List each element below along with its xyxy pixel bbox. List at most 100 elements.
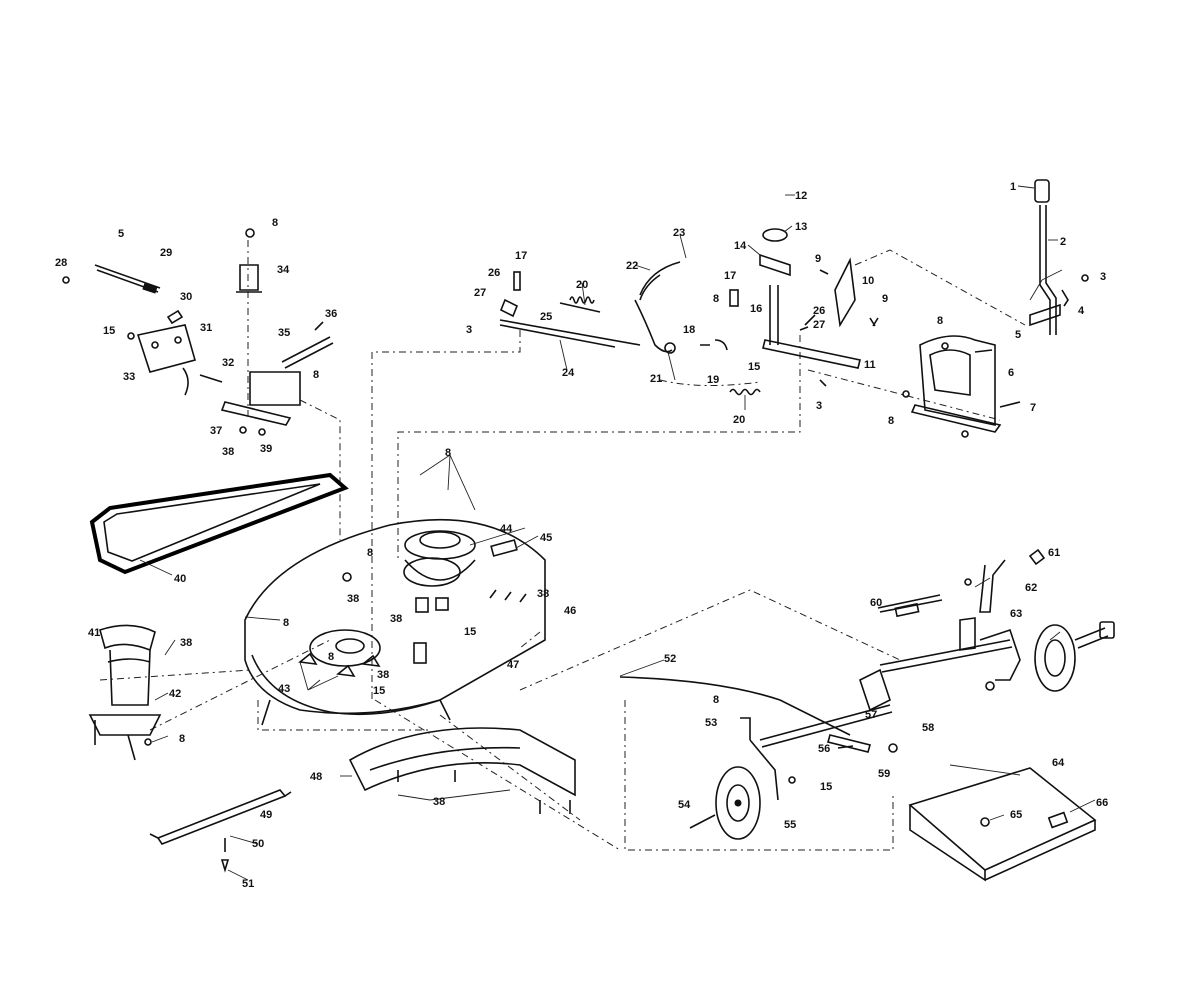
rear-cover-plate	[908, 767, 1097, 882]
callout-66: 66	[1096, 797, 1108, 809]
callout-15: 15	[748, 361, 760, 373]
callout-3c: 3	[466, 324, 472, 336]
callout-38d: 38	[390, 613, 402, 625]
callout-5: 5	[1015, 329, 1021, 341]
callout-1: 1	[1010, 181, 1016, 193]
callout-13: 13	[795, 221, 807, 233]
callout-49: 49	[260, 809, 272, 821]
handle-bracket-assembly	[62, 228, 334, 436]
callout-6: 6	[1008, 367, 1014, 379]
callout-34: 34	[277, 264, 290, 276]
callout-31: 31	[200, 322, 212, 334]
callout-8-bracket: 8	[937, 315, 943, 327]
callout-12: 12	[795, 190, 807, 202]
callout-15d: 15	[373, 685, 385, 697]
callout-9b: 9	[882, 293, 888, 305]
callout-14: 14	[734, 240, 747, 252]
callout-41: 41	[88, 627, 100, 639]
callout-36: 36	[325, 308, 337, 320]
callout-8g: 8	[367, 547, 373, 559]
callout-48: 48	[310, 771, 322, 783]
callout-8-top: 8	[272, 217, 278, 229]
callout-27: 27	[474, 287, 486, 299]
callout-57: 57	[865, 709, 877, 721]
callout-53: 53	[705, 717, 717, 729]
callout-27b: 27	[813, 319, 825, 331]
callout-40: 40	[174, 573, 186, 585]
callout-47: 47	[507, 659, 519, 671]
callout-21: 21	[650, 373, 662, 385]
callout-38b: 38	[347, 593, 359, 605]
callout-8-left: 8	[283, 617, 289, 629]
callout-26: 26	[488, 267, 500, 279]
callout-50: 50	[252, 838, 264, 850]
deck-baffle	[348, 727, 576, 814]
callout-61: 61	[1048, 547, 1060, 559]
callout-28: 28	[55, 257, 67, 269]
callout-56: 56	[818, 743, 830, 755]
callout-38e: 38	[377, 669, 389, 681]
callout-29: 29	[160, 247, 172, 259]
callout-9: 9	[815, 253, 821, 265]
callout-leader-lines	[139, 185, 1096, 881]
callout-15c: 15	[464, 626, 476, 638]
callout-65: 65	[1010, 809, 1022, 821]
callout-46: 46	[564, 605, 576, 617]
callout-4: 4	[1078, 305, 1085, 317]
callout-8: 8	[888, 415, 894, 427]
callout-26b: 26	[813, 305, 825, 317]
blade-adapter-assembly	[88, 624, 162, 761]
callout-58: 58	[922, 722, 934, 734]
callout-20: 20	[576, 279, 588, 291]
callout-63: 63	[1010, 608, 1022, 620]
callout-23: 23	[673, 227, 685, 239]
callout-38g: 38	[433, 796, 445, 808]
callout-35: 35	[278, 327, 290, 339]
callout-labels: 1 2 3 4 5 6 7 8 8 12 13 14 9 10 9 26 27 …	[55, 181, 1108, 890]
callout-37: 37	[210, 425, 222, 437]
callout-19: 19	[707, 374, 719, 386]
callout-38-upper: 38	[222, 446, 234, 458]
callout-7: 7	[1030, 402, 1036, 414]
callout-62: 62	[1025, 582, 1037, 594]
callout-8-axle: 8	[713, 694, 719, 706]
callout-22: 22	[626, 260, 638, 272]
assembly-guide-lines	[99, 249, 1026, 851]
callout-8-deck: 8	[445, 447, 451, 459]
callout-10: 10	[862, 275, 874, 287]
callout-17: 17	[724, 270, 736, 282]
callout-11: 11	[864, 359, 876, 371]
callout-33: 33	[123, 371, 135, 383]
callout-52: 52	[664, 653, 676, 665]
callout-38f: 38	[180, 637, 192, 649]
callout-39: 39	[260, 443, 272, 455]
callout-5c: 5	[118, 228, 124, 240]
callout-59: 59	[878, 768, 890, 780]
callout-43: 43	[278, 683, 290, 695]
cutting-blade	[149, 789, 292, 873]
callout-15e: 15	[820, 781, 832, 793]
callout-8c: 8	[713, 293, 719, 305]
callout-25: 25	[540, 311, 552, 323]
callout-60: 60	[870, 597, 882, 609]
callout-42: 42	[169, 688, 181, 700]
callout-3: 3	[1100, 271, 1106, 283]
callout-20b: 20	[733, 414, 745, 426]
callout-8e: 8	[313, 369, 319, 381]
mower-deck-housing	[244, 518, 546, 726]
upper-control-linkage	[499, 228, 879, 396]
callout-16: 16	[750, 303, 762, 315]
callout-64: 64	[1052, 757, 1065, 769]
callout-2: 2	[1060, 236, 1066, 248]
drive-belt	[89, 472, 349, 575]
callout-55: 55	[784, 819, 796, 831]
wheel-axle-assembly	[619, 548, 1115, 840]
callout-8-adapter: 8	[179, 733, 185, 745]
callout-38c: 38	[537, 588, 549, 600]
callout-54: 54	[678, 799, 691, 811]
callout-51: 51	[242, 878, 254, 890]
callout-3b: 3	[816, 400, 822, 412]
handle-lever-assembly	[902, 179, 1089, 438]
callout-24: 24	[562, 367, 575, 379]
